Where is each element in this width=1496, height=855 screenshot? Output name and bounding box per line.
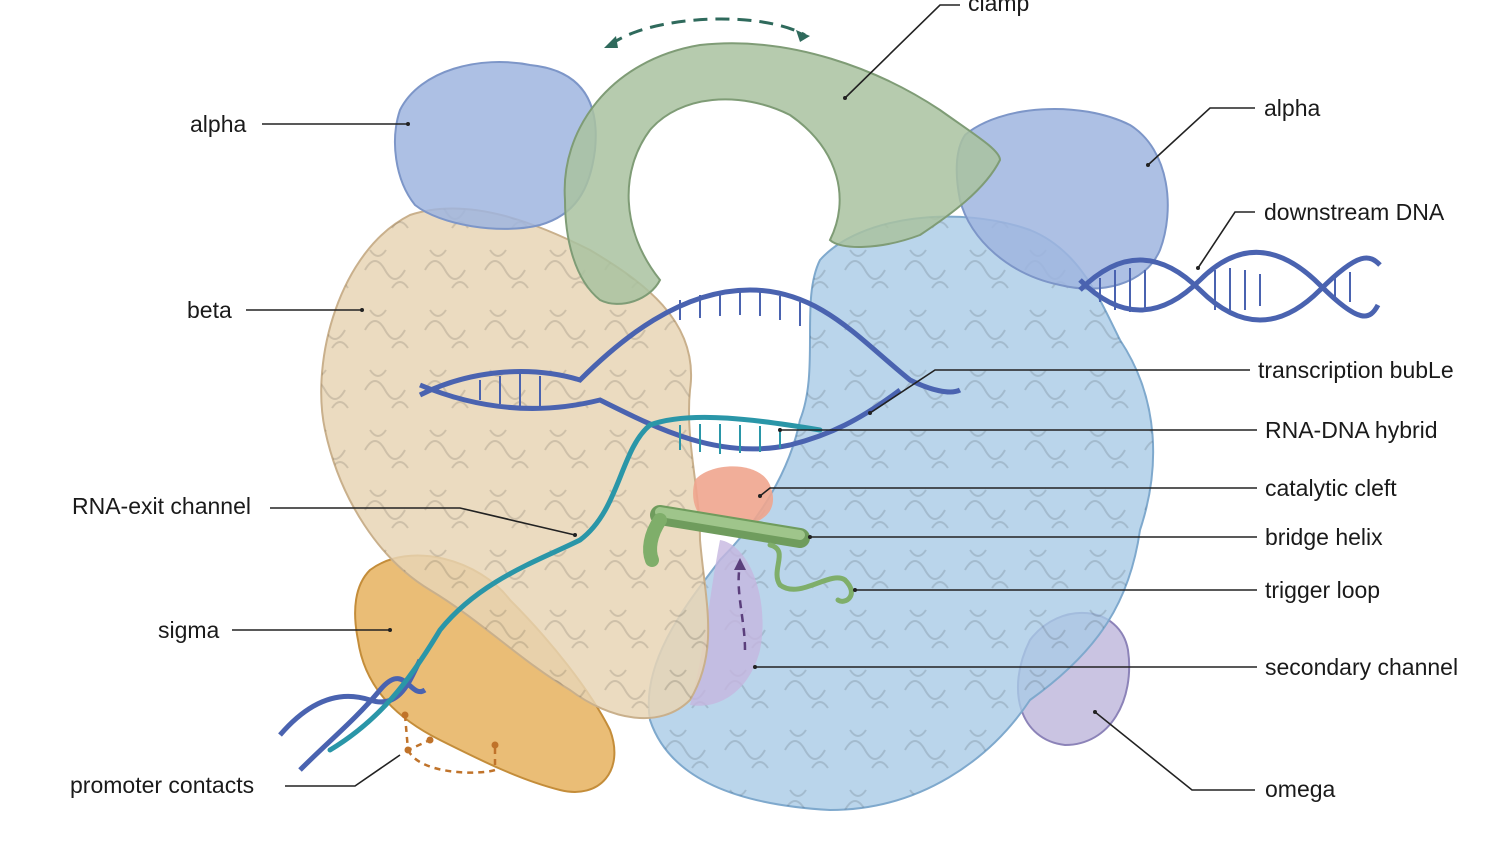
transcription-bubble-dna bbox=[418, 287, 962, 452]
bubble-dna-rungs bbox=[479, 291, 801, 408]
upstream-dna-helix bbox=[278, 658, 427, 772]
dashed-arrow-icon bbox=[737, 564, 747, 651]
label-beta: beta bbox=[187, 297, 232, 323]
rna-strand bbox=[327, 414, 823, 753]
downstream-dna-rungs bbox=[1099, 268, 1351, 312]
leader-clamp bbox=[844, 4, 960, 99]
rna-dna-hybrid-rungs bbox=[679, 424, 781, 454]
label-clamp: clamp bbox=[968, 0, 1030, 16]
leader-transcription-bubble bbox=[869, 369, 1250, 414]
leader-endpoints bbox=[360, 96, 1200, 714]
label-alpha-right: alpha bbox=[1264, 95, 1321, 121]
trigger-loop bbox=[767, 542, 854, 604]
double-arrow-icon bbox=[609, 17, 806, 47]
leader-omega bbox=[1094, 711, 1255, 791]
catalytic-cleft-region bbox=[693, 466, 774, 528]
leader-catalytic-cleft bbox=[759, 487, 1257, 497]
leader-downstream-dna bbox=[1197, 211, 1255, 269]
label-bridge-helix: bridge helix bbox=[1265, 524, 1383, 550]
double-arrow-head-right bbox=[796, 30, 810, 42]
label-downstream-dna: downstream DNA bbox=[1264, 199, 1445, 225]
beta-prime-texture bbox=[648, 216, 1154, 810]
clamp-domain bbox=[563, 42, 1002, 305]
leader-lines bbox=[232, 4, 1257, 791]
beta-texture bbox=[321, 208, 709, 719]
secondary-channel-region bbox=[690, 540, 763, 706]
label-secondary-channel: secondary channel bbox=[1265, 654, 1459, 680]
leader-alpha-right bbox=[1147, 107, 1255, 166]
promoter-contacts-dots bbox=[401, 711, 499, 754]
leader-promoter-contacts bbox=[285, 754, 401, 787]
label-rna-dna-hybrid: RNA-DNA hybrid bbox=[1265, 417, 1438, 443]
label-rna-exit-channel: RNA-exit channel bbox=[72, 493, 251, 519]
dashed-arrow-head bbox=[734, 558, 746, 570]
label-trigger-loop: trigger loop bbox=[1265, 577, 1381, 603]
label-transcription-bubble: transcription bubLe bbox=[1258, 357, 1454, 383]
label-promoter-contacts: promoter contacts bbox=[70, 772, 255, 798]
label-catalytic-cleft: catalytic cleft bbox=[1265, 475, 1397, 501]
leader-rna-exit-channel bbox=[270, 507, 576, 536]
bridge-helix bbox=[643, 505, 810, 567]
downstream-dna-helix bbox=[1078, 249, 1382, 323]
label-omega: omega bbox=[1265, 776, 1336, 802]
double-arrow-head-left bbox=[604, 36, 618, 48]
label-alpha-left: alpha bbox=[190, 111, 247, 137]
label-sigma: sigma bbox=[158, 617, 220, 643]
